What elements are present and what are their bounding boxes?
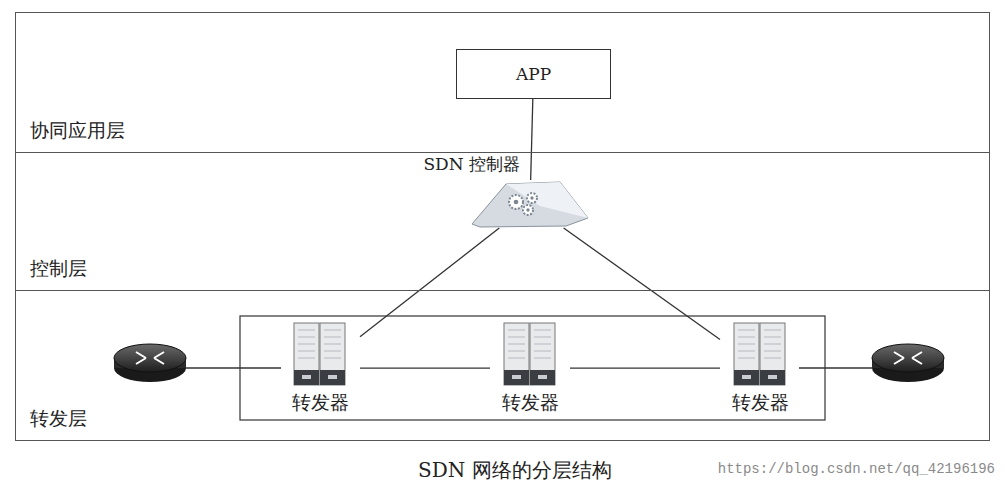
caption-text: SDN 网络的分层结构 <box>418 458 612 482</box>
watermark-layer: https://blog.csdn.net/qq_42196196 <box>718 461 995 477</box>
layer-band: 转发器 转发器 转发器转发层 <box>15 290 990 441</box>
node-label: SDN 控制器 <box>423 153 520 176</box>
node-label: 协同应用层 <box>30 118 125 144</box>
server-symbol <box>720 322 800 386</box>
forwarder-icon: 转发器 <box>490 322 570 414</box>
link-line <box>184 367 281 368</box>
node-label: APP <box>516 64 551 84</box>
server-symbol <box>490 322 570 386</box>
router-symbol <box>114 344 186 382</box>
controller-icon: SDN 控制器 <box>470 180 590 228</box>
controller-symbol <box>470 180 590 228</box>
forwarder-icon: 转发器 <box>280 322 360 414</box>
layer-band: SDN 控制器控制层 <box>15 152 990 291</box>
app-box: APP <box>456 49 611 99</box>
forwarder-group-frame <box>240 316 825 420</box>
figure-caption: SDN 网络的分层结构 <box>418 457 612 484</box>
connector-line <box>360 228 499 337</box>
watermark-text: https://blog.csdn.net/qq_42196196 <box>718 461 995 477</box>
connector-line <box>564 228 720 340</box>
connector-line <box>360 367 490 368</box>
node-label: 转发层 <box>30 406 87 432</box>
node-label: 转发器 <box>292 390 349 416</box>
forwarder-icon: 转发器 <box>720 322 800 414</box>
link-line <box>799 367 872 368</box>
router-symbol <box>872 344 944 382</box>
connector-line <box>570 367 720 368</box>
layer-band: APP 协同应用层 <box>15 12 990 153</box>
node-label: 转发器 <box>502 390 559 416</box>
connector-line <box>531 99 533 180</box>
node-label: 转发器 <box>732 390 789 416</box>
node-label: 控制层 <box>30 256 87 282</box>
server-symbol <box>280 322 360 386</box>
